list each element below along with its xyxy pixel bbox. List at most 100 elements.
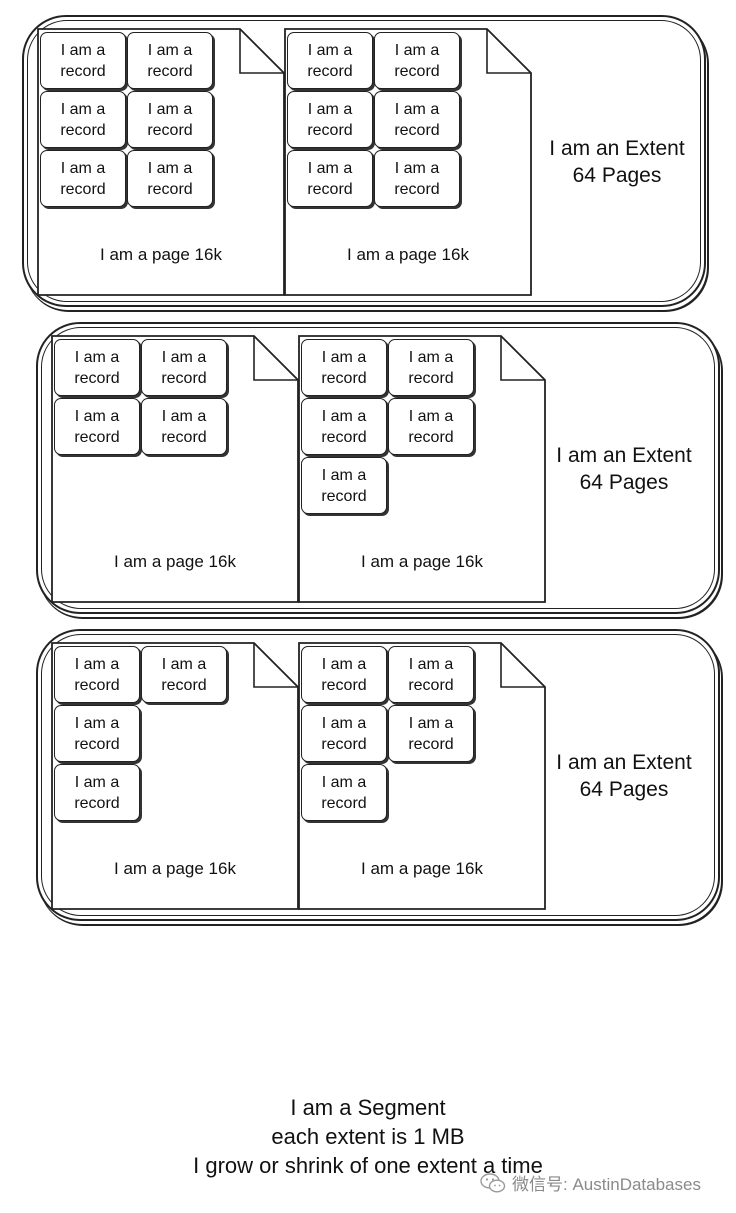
page-label: I am a page 16k [361, 552, 483, 571]
record-label-line2: record [147, 180, 193, 198]
extent-label-title: I am an Extent [556, 751, 692, 774]
record-label-line2: record [74, 369, 120, 387]
record-label-line2: record [394, 121, 440, 139]
record-label-line1: I am a [408, 714, 454, 732]
record-label-line2: record [60, 180, 106, 198]
record: I am a record [388, 339, 474, 396]
record-label-line2: record [161, 676, 207, 694]
record-label-line1: I am a [307, 41, 353, 59]
segment-extent-size: each extent is 1 MB [271, 1124, 465, 1149]
record-label-line2: record [321, 369, 367, 387]
record-label-line1: I am a [74, 773, 120, 791]
extent-label-title: I am an Extent [549, 137, 685, 160]
record-label-line1: I am a [408, 655, 454, 673]
record: I am a record [54, 705, 140, 762]
record-label-line1: I am a [321, 466, 367, 484]
extent-label-pages: 64 Pages [572, 164, 662, 187]
page-label: I am a page 16k [114, 552, 236, 571]
page: I am a record I am a record I am a record I am… [37, 28, 285, 296]
record: I am a record [141, 646, 227, 703]
record-label-line1: I am a [60, 100, 106, 118]
watermark: 微信号: AustinDatabases [480, 1170, 701, 1195]
record-label-line1: I am a [321, 407, 367, 425]
record-label-line2: record [408, 428, 454, 446]
record-label-line1: I am a [408, 348, 454, 366]
record-label-line1: I am a [147, 100, 193, 118]
record-label-line1: I am a [307, 159, 353, 177]
record: I am a record [141, 339, 227, 396]
record: I am a record [287, 91, 373, 148]
record-label-line1: I am a [321, 655, 367, 673]
extent: I am a record I am a record I am a record I am… [36, 322, 720, 614]
record-label-line1: I am a [394, 41, 440, 59]
segment-title: I am a Segment [290, 1095, 446, 1120]
record-label-line2: record [321, 428, 367, 446]
page: I am a record I am a record I am a record I am… [298, 642, 546, 910]
record-label-line1: I am a [74, 714, 120, 732]
record-label-line1: I am a [60, 41, 106, 59]
record: I am a record [54, 764, 140, 821]
record-label-line2: record [394, 180, 440, 198]
record: I am a record [388, 705, 474, 762]
record-label-line1: I am a [161, 655, 207, 673]
record: I am a record [301, 764, 387, 821]
record: I am a record [301, 457, 387, 514]
record-label-line1: I am a [394, 159, 440, 177]
record-label-line2: record [321, 794, 367, 812]
record-label-line2: record [307, 62, 353, 80]
watermark-text: 微信号: AustinDatabases [512, 1175, 701, 1194]
record-label-line2: record [408, 369, 454, 387]
record-label-line2: record [74, 428, 120, 446]
extent-label-title: I am an Extent [556, 444, 692, 467]
extent-label: I am an Extent 64 Pages [534, 749, 714, 803]
record-label-line2: record [161, 369, 207, 387]
record-label-line1: I am a [74, 655, 120, 673]
extent-label-pages: 64 Pages [579, 778, 669, 801]
record-label-line1: I am a [74, 407, 120, 425]
record-label-line1: I am a [307, 100, 353, 118]
record: I am a record [388, 646, 474, 703]
record: I am a record [54, 398, 140, 455]
record-label-line2: record [321, 487, 367, 505]
record-label-line1: I am a [161, 348, 207, 366]
extent-label: I am an Extent 64 Pages [534, 442, 714, 496]
extent-label-pages: 64 Pages [579, 471, 669, 494]
record: I am a record [54, 646, 140, 703]
segment-label: I am a Segment each extent is 1 MB I gro… [0, 1093, 736, 1180]
record: I am a record [287, 32, 373, 89]
record: I am a record [374, 32, 460, 89]
extent: I am a record I am a record I am a record I am… [22, 15, 706, 307]
record-label-line2: record [321, 735, 367, 753]
record-label-line2: record [161, 428, 207, 446]
record: I am a record [127, 150, 213, 207]
page-label: I am a page 16k [100, 245, 222, 264]
page: I am a record I am a record I am a record I am… [284, 28, 532, 296]
page-label: I am a page 16k [114, 859, 236, 878]
record-label-line2: record [408, 735, 454, 753]
record-label-line2: record [74, 794, 120, 812]
page: I am a record I am a record I am a record I am… [298, 335, 546, 603]
record-label-line2: record [147, 62, 193, 80]
record-label-line2: record [307, 121, 353, 139]
record-label-line2: record [408, 676, 454, 694]
record: I am a record [301, 398, 387, 455]
record-label-line2: record [74, 735, 120, 753]
record: I am a record [40, 150, 126, 207]
record-label-line1: I am a [321, 773, 367, 791]
record-label-line2: record [74, 676, 120, 694]
record-label-line2: record [394, 62, 440, 80]
record-label-line1: I am a [60, 159, 106, 177]
record-label-line1: I am a [147, 159, 193, 177]
